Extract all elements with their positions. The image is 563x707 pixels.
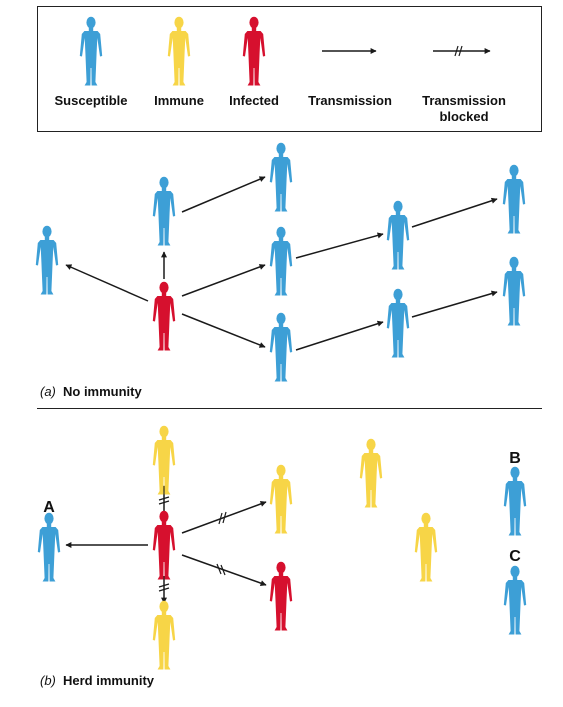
transmission-arrow: [181, 313, 266, 348]
transmission-arrow: [181, 264, 266, 297]
block-tick-icon: [454, 45, 459, 57]
label-c: C: [509, 548, 521, 565]
legend-transmission: Transmission: [308, 48, 392, 108]
block-marks: [158, 496, 227, 592]
transmission-arrow: [295, 320, 384, 351]
panel-b-letter: (b): [40, 673, 56, 688]
susceptible-person-icon: [269, 142, 293, 212]
block-tick-icon: [218, 512, 223, 525]
immune-person-icon: [152, 425, 176, 495]
legend-immune-label: Immune: [154, 93, 204, 108]
legend-immune: Immune: [154, 16, 204, 108]
infected-person-icon: [152, 510, 176, 580]
block-tick-icon: [458, 45, 463, 57]
susceptible-person-icon: [502, 164, 526, 234]
immune-person-icon: [167, 16, 191, 86]
transmission-arrow: [295, 232, 384, 259]
transmission-arrow: [65, 264, 149, 302]
panel-a-caption: No immunity: [63, 384, 142, 399]
legend-susceptible: Susceptible: [55, 16, 128, 108]
panel-a: (a) No immunity: [35, 142, 526, 399]
legend-box: [37, 6, 542, 132]
legend-infected-label: Infected: [229, 93, 279, 108]
transmission-arrow: [181, 176, 266, 213]
susceptible-person-icon: [503, 565, 527, 635]
immune-person-icon: [152, 600, 176, 670]
legend-susceptible-label: Susceptible: [55, 93, 128, 108]
panel-a-letter: (a): [40, 384, 56, 399]
panel-a-arrows: [65, 176, 498, 351]
block-tick-icon: [158, 500, 170, 505]
block-tick-icon: [158, 496, 170, 501]
susceptible-person-icon: [503, 466, 527, 536]
susceptible-person-icon: [386, 288, 410, 358]
blocked-transmission-arrow: [181, 554, 267, 587]
legend-infected: Infected: [229, 16, 279, 108]
legend-blocked-label-line2: blocked: [439, 109, 488, 124]
block-tick-icon: [216, 563, 222, 575]
immune-person-icon: [269, 464, 293, 534]
legend-transmission-label: Transmission: [308, 93, 392, 108]
transmission-arrow: [411, 197, 498, 228]
label-a: A: [43, 499, 55, 516]
susceptible-person-icon: [37, 512, 61, 582]
susceptible-person-icon: [269, 312, 293, 382]
panel-b-caption: Herd immunity: [63, 673, 155, 688]
infected-person-icon: [152, 281, 176, 351]
panel-b: A B C (b) Herd immunity: [37, 425, 527, 688]
susceptible-person-icon: [152, 176, 176, 246]
legend-transmission-blocked: Transmission blocked: [422, 45, 506, 124]
susceptible-person-icon: [386, 200, 410, 270]
susceptible-person-icon: [79, 16, 103, 86]
block-tick-icon: [158, 587, 170, 592]
label-b: B: [509, 450, 521, 467]
infected-person-icon: [269, 561, 293, 631]
immune-person-icon: [359, 438, 383, 508]
block-tick-icon: [158, 583, 170, 588]
immune-person-icon: [414, 512, 438, 582]
infected-person-icon: [242, 16, 266, 86]
susceptible-person-icon: [35, 225, 59, 295]
susceptible-person-icon: [269, 226, 293, 296]
block-tick-icon: [222, 511, 227, 524]
susceptible-person-icon: [502, 256, 526, 326]
block-tick-icon: [220, 564, 226, 576]
legend-blocked-label-line1: Transmission: [422, 93, 506, 108]
transmission-arrow: [411, 290, 498, 318]
